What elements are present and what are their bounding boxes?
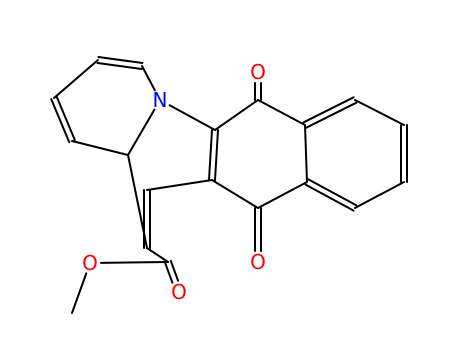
bond-b4 (71, 140, 129, 156)
bond-b12 (214, 99, 259, 131)
bond-b21 (257, 181, 308, 209)
bond-b18 (354, 181, 405, 209)
bond-b7 (168, 104, 216, 131)
bond-b19-b (304, 183, 355, 212)
atom-label-o22: O (171, 280, 187, 304)
bond-b19-a (307, 178, 358, 207)
bond-b9 (146, 179, 213, 191)
bond-b15-a (305, 101, 358, 129)
atom-label-n6: N (153, 88, 168, 112)
bond-b3-b (55, 95, 76, 141)
bond-b16 (354, 99, 405, 126)
bond-layer (50, 56, 408, 314)
bond-b1-a (97, 56, 144, 65)
bond-b26 (99, 261, 169, 264)
bond-b25-a (164, 262, 174, 284)
bond-b1-b (96, 61, 143, 70)
bond-b8-b (213, 129, 219, 182)
bond-b23 (211, 179, 259, 209)
bond-b6 (141, 65, 156, 92)
bond-b11 (127, 154, 148, 249)
bond-b24 (146, 247, 169, 263)
bond-b3-a (50, 98, 71, 144)
bond-b5 (127, 108, 156, 156)
atom-label-layer: N O O O O (82, 60, 266, 304)
bond-b15-b (302, 96, 355, 124)
bond-b20 (304, 124, 308, 183)
atom-label-o11: O (250, 60, 266, 84)
bond-b27 (71, 272, 88, 314)
atom-label-o23: O (82, 251, 98, 275)
bond-b2 (53, 59, 99, 99)
bond-b25-b (169, 259, 180, 282)
bond-b8-a (208, 128, 214, 181)
atom-label-o19: O (250, 250, 266, 274)
bond-b14 (257, 99, 306, 126)
